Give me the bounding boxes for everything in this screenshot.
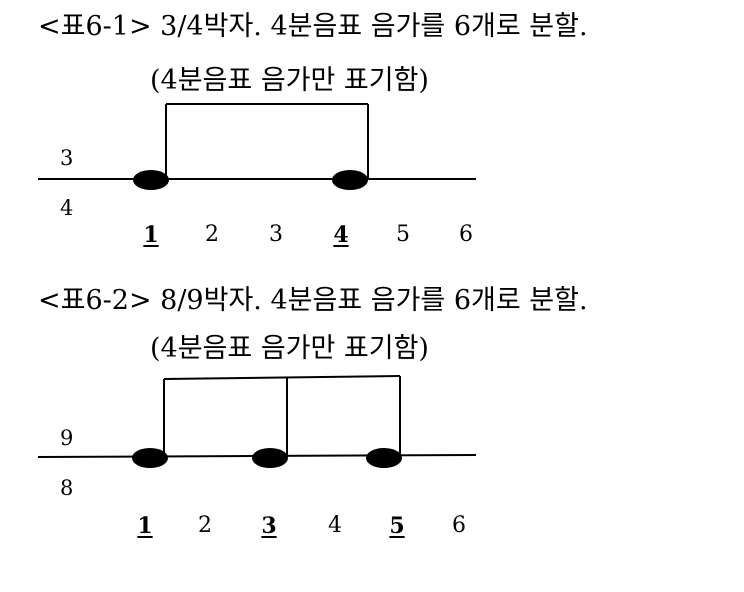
diagram-2-time-sig-bottom: 8 xyxy=(60,476,74,500)
diagram-2-time-sig-top: 9 xyxy=(60,426,74,450)
diagram-2-beat-3: 3 xyxy=(261,513,277,539)
diagram-1-note-beat-1 xyxy=(133,170,169,190)
diagram-2-note-beat-1 xyxy=(132,448,168,468)
diagram-2-note-beat-3 xyxy=(252,448,288,468)
diagram-2-beat-6: 6 xyxy=(452,513,466,538)
diagram-1-beat-4: 4 xyxy=(333,222,349,248)
diagram-1-title: <표6-1> 3/4박자. 4분음표 음가를 6개로 분할. xyxy=(38,11,588,42)
diagram-1-time-sig-top: 3 xyxy=(60,146,74,170)
diagram-1-note-beat-4 xyxy=(332,170,368,190)
diagram-1-beat-1: 1 xyxy=(143,222,159,248)
diagram-1-time-sig-bottom: 4 xyxy=(60,196,74,220)
diagram-2-title: <표6-2> 8/9박자. 4분음표 음가를 6개로 분할. xyxy=(38,285,588,316)
diagram-1-beat-6: 6 xyxy=(459,222,473,247)
diagram-1-beat-2: 2 xyxy=(205,222,219,247)
diagram-2-beat-5: 5 xyxy=(389,513,405,539)
diagram-2-beat-4: 4 xyxy=(328,513,342,538)
diagram-2-bracket-top xyxy=(163,375,401,380)
diagram-2-beat-2: 2 xyxy=(198,513,212,538)
diagram-2-subtitle: (4분음표 음가만 표기함) xyxy=(150,333,429,364)
diagram-2-beat-1: 1 xyxy=(137,513,153,539)
diagram-1-subtitle: (4분음표 음가만 표기함) xyxy=(150,65,429,96)
diagram-2-note-beat-5 xyxy=(366,448,402,468)
diagram-1-beat-3: 3 xyxy=(269,222,283,247)
diagram-1-beat-5: 5 xyxy=(396,222,410,247)
